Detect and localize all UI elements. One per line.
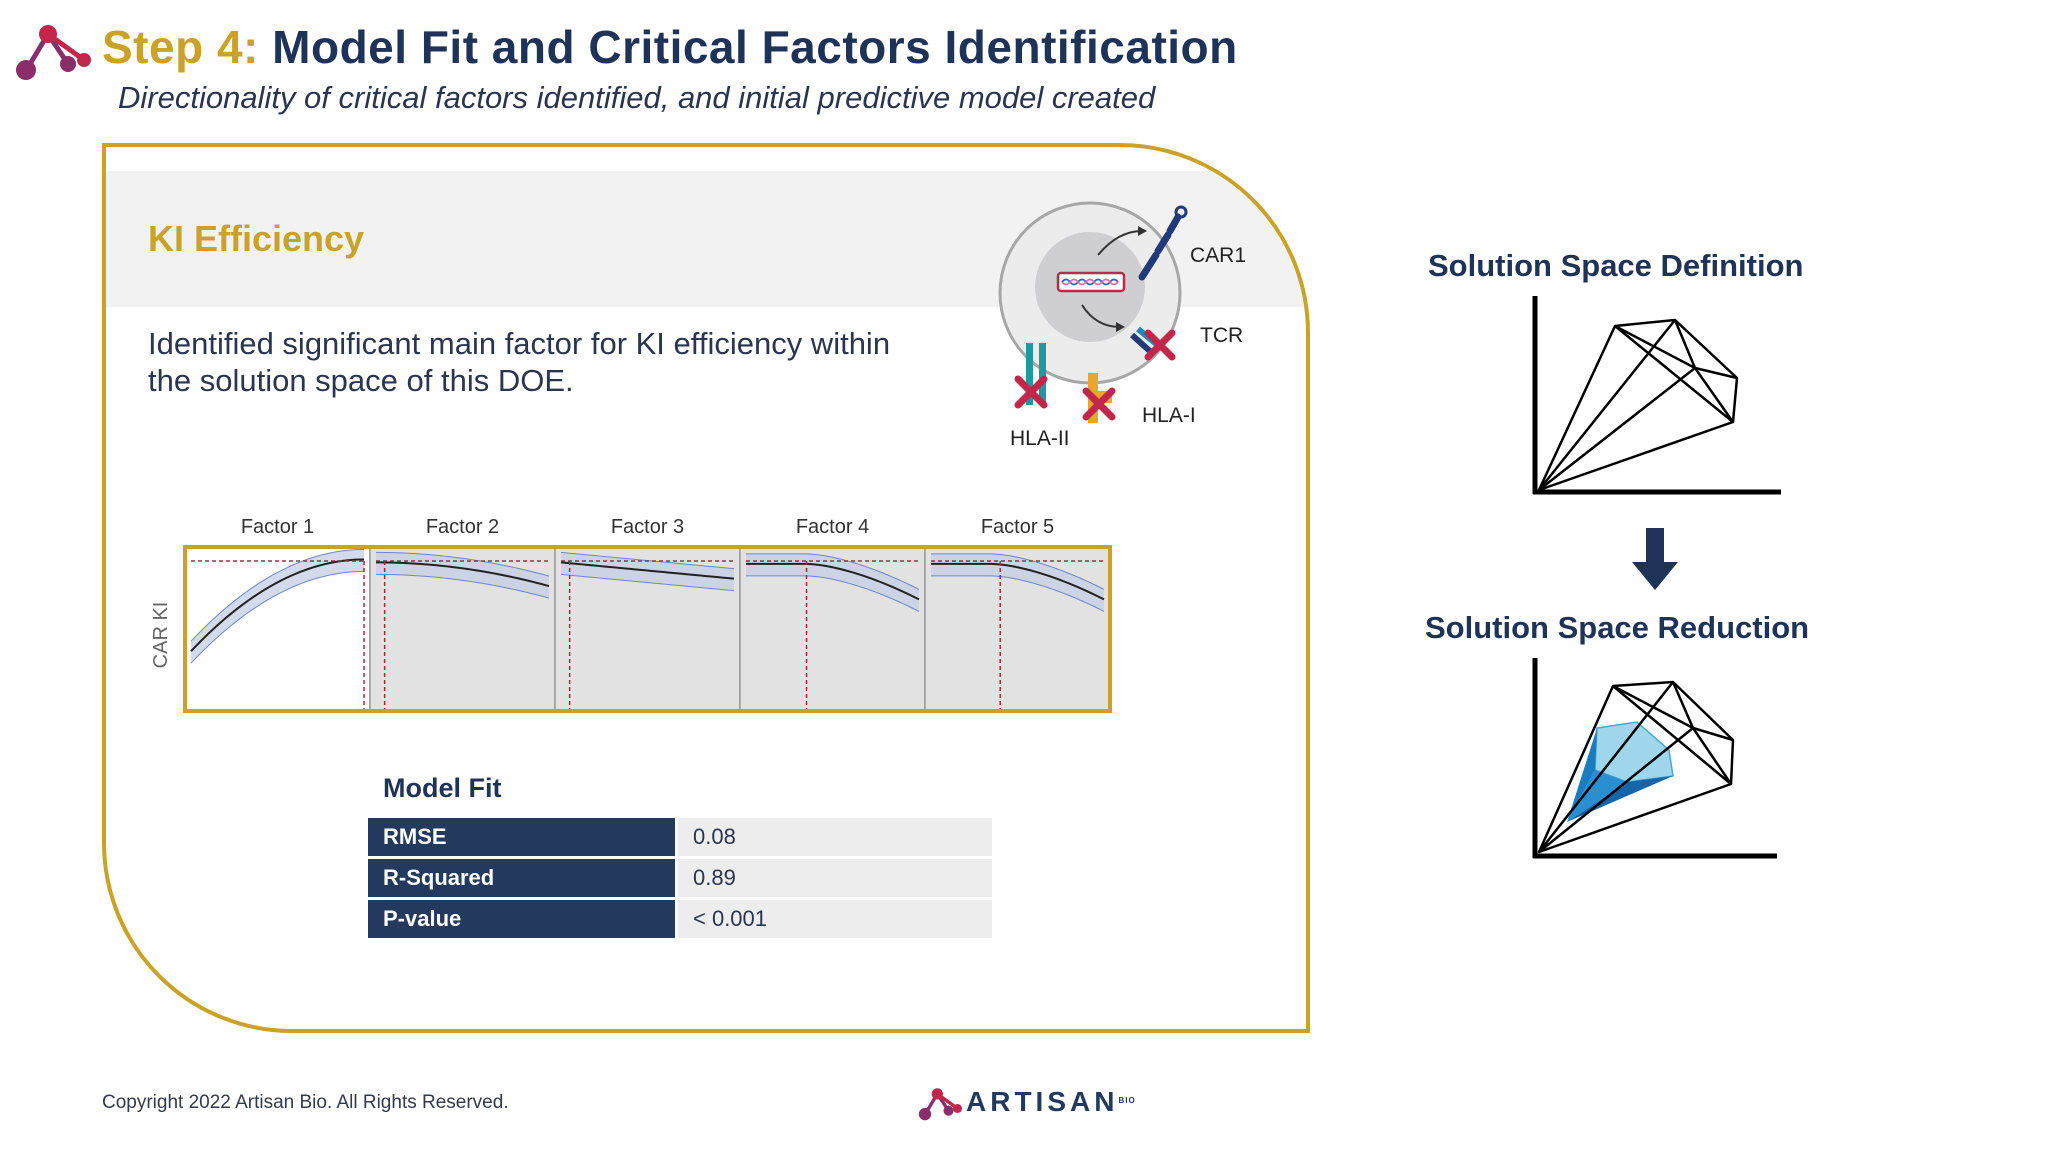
dna-cassette xyxy=(1056,271,1126,293)
table-row: P-value < 0.001 xyxy=(368,900,992,938)
chart-frame xyxy=(183,545,1112,713)
artisan-logo-icon xyxy=(16,25,91,80)
confidence-upper-line xyxy=(190,548,365,642)
confidence-lower-line xyxy=(746,575,920,612)
prediction-line xyxy=(746,562,920,601)
solution-space-definition-graphic xyxy=(1532,296,1781,495)
copyright-text: Copyright 2022 Artisan Bio. All Rights R… xyxy=(102,1092,509,1113)
metric-cell: P-value xyxy=(368,900,678,938)
confidence-upper-line xyxy=(746,553,920,590)
hla2-knockout-x-icon xyxy=(1014,375,1048,409)
hla2-label: HLA-II xyxy=(1010,427,1070,450)
prediction-line xyxy=(560,561,735,580)
prediction-line xyxy=(375,561,550,588)
prediction-line xyxy=(931,562,1105,601)
panel-label: Factor 3 xyxy=(611,516,684,538)
confidence-lower-line xyxy=(560,573,735,592)
step-label: Step 4: xyxy=(102,21,259,73)
section-title: KI Efficiency xyxy=(148,218,365,259)
hla2-receptor-icon xyxy=(1026,343,1046,405)
down-arrow-icon xyxy=(1632,528,1678,590)
solution-space-definition-title: Solution Space Definition xyxy=(1428,248,1804,283)
value-cell: 0.89 xyxy=(678,859,992,897)
panel-label: Factor 5 xyxy=(981,516,1054,538)
model-fit-table: RMSE 0.08 R-Squared 0.89 P-value < 0.001 xyxy=(368,815,992,941)
confidence-upper-line xyxy=(375,551,550,577)
car1-receptor-icon xyxy=(1138,205,1188,281)
table-row: R-Squared 0.89 xyxy=(368,859,992,897)
confidence-lower-line xyxy=(931,575,1105,612)
panel-label: Factor 2 xyxy=(426,516,499,538)
confidence-band xyxy=(746,553,919,612)
panel-label: Factor 4 xyxy=(796,516,869,538)
solution-space-reduction-graphic xyxy=(1532,658,1777,859)
prediction-line xyxy=(190,558,365,652)
footer-brand: ARTISANBIO xyxy=(966,1086,1136,1118)
tcr-knockout-x-icon xyxy=(1144,329,1176,361)
confidence-upper-line xyxy=(931,553,1105,590)
cell-diagram: CAR1 TCR HLA-I HLA-II xyxy=(998,201,1246,450)
metric-cell: RMSE xyxy=(368,818,678,856)
metric-cell: R-Squared xyxy=(368,859,678,897)
hla1-label: HLA-I xyxy=(1142,404,1196,427)
y-axis-label: CAR KI xyxy=(150,602,172,669)
table-row: RMSE 0.08 xyxy=(368,818,992,856)
solution-space-reduction-title: Solution Space Reduction xyxy=(1425,610,1810,645)
confidence-lower-line xyxy=(375,573,550,599)
prediction-profiler-chart: Factor 1 Factor 2 Factor 3 Factor 4 Factor 5… xyxy=(150,516,1112,713)
value-cell: < 0.001 xyxy=(678,900,992,938)
brand-name: ARTISAN xyxy=(966,1086,1119,1117)
tcr-label: TCR xyxy=(1200,324,1243,347)
page-title: Step 4: Model Fit and Critical Factors I… xyxy=(102,20,1238,74)
hla1-knockout-x-icon xyxy=(1082,387,1116,421)
artisan-footer-logo-icon xyxy=(918,1088,962,1121)
section-description: Identified significant main factor for K… xyxy=(148,326,891,398)
car1-label: CAR1 xyxy=(1190,244,1246,267)
model-fit-title: Model Fit xyxy=(383,773,502,803)
page-subtitle: Directionality of critical factors ident… xyxy=(118,80,1156,115)
panel-label: Factor 1 xyxy=(241,516,314,538)
value-cell: 0.08 xyxy=(678,818,992,856)
brand-suffix: BIO xyxy=(1118,1096,1136,1105)
confidence-lower-line xyxy=(190,570,365,664)
confidence-band xyxy=(931,553,1104,612)
title-text: Model Fit and Critical Factors Identific… xyxy=(272,21,1238,73)
